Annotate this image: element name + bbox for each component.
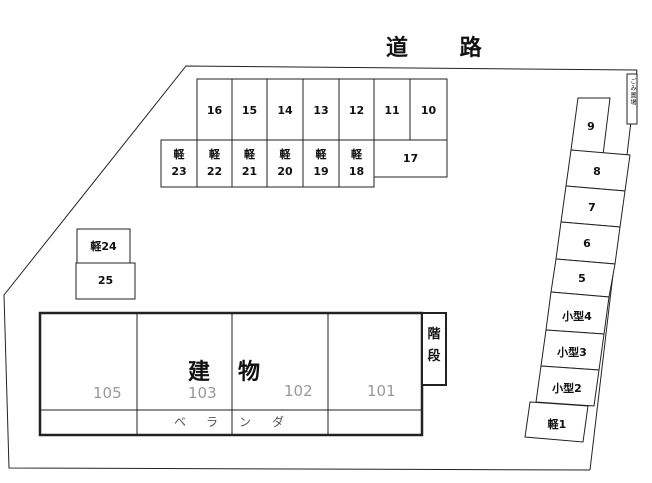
parking-slot-k19: [302, 139, 340, 188]
kei-slot-label: 軽 23: [161, 146, 197, 180]
kei-prefix: 軽: [315, 148, 327, 161]
slot-label: 10: [420, 104, 437, 117]
kei-prefix: 軽: [279, 148, 291, 161]
parking-slot-k24: [76, 228, 131, 264]
kei-slot-label: 軽 21: [232, 146, 267, 180]
slot-label: 6: [583, 237, 591, 250]
slot-label: 25: [97, 274, 114, 287]
stairs-label: 階段: [426, 324, 442, 368]
road-label: 道 路: [386, 36, 504, 61]
kei-prefix: 軽: [209, 148, 220, 161]
building-outline: [38, 311, 424, 437]
parking-left-group: [75, 228, 136, 300]
veranda-char-2: ラ: [206, 415, 219, 429]
parking-slot-small2: [535, 365, 600, 407]
slot-label: 17: [402, 152, 419, 165]
slot-label: 小型4: [562, 310, 592, 323]
slot-label: 8: [593, 165, 601, 178]
kei-slot-label: 軽 22: [197, 146, 232, 180]
garbage-label: ごみ置場: [629, 78, 636, 106]
parking-right-column: [524, 97, 631, 443]
slot-label: 12: [348, 104, 365, 117]
slot-label: 9: [587, 120, 595, 133]
kei-prefix: 軽: [351, 148, 362, 161]
slot-label: 15: [241, 104, 258, 117]
unit-102: 102: [284, 382, 313, 400]
parking-slot-k23: [160, 139, 198, 188]
veranda-char-4: ダ: [272, 415, 285, 429]
slot-label: 軽24: [90, 240, 117, 253]
parking-kei-row: [160, 139, 448, 188]
veranda-char-1: ベ: [174, 415, 187, 429]
parking-slot-16: [196, 78, 233, 141]
slot-label: 14: [277, 104, 293, 117]
stairs-char-2: 段: [427, 349, 441, 364]
kei-slot-label: 軽 19: [303, 146, 339, 180]
parking-slot-15: [231, 78, 268, 141]
slot-label: 5: [578, 272, 586, 285]
parking-slot-k1: [524, 401, 589, 443]
parking-slot-10: [409, 78, 448, 141]
kei-number: 22: [206, 165, 223, 178]
parking-slot-25: [75, 262, 136, 300]
parking-top-row: [196, 78, 448, 141]
parking-slot-k18: [338, 139, 375, 188]
kei-slot-label: 軽 20: [267, 146, 303, 180]
building-label-1: 建: [188, 360, 211, 385]
kei-prefix: 軽: [173, 148, 185, 161]
garbage-area: [626, 73, 638, 125]
kei-number: 21: [241, 165, 258, 178]
slot-label: 13: [313, 104, 329, 117]
kei-number: 19: [313, 165, 329, 178]
veranda-char-3: ン: [239, 415, 252, 429]
kei-number: 23: [171, 165, 187, 178]
kei-prefix: 軽: [244, 148, 255, 161]
slot-label: 16: [206, 104, 223, 117]
slot-label: 軽1: [547, 418, 567, 431]
unit-105: 105: [93, 384, 122, 402]
kei-number: 18: [348, 165, 365, 178]
parking-slot-k21: [231, 139, 268, 188]
stairs-char-1: 階: [427, 327, 441, 342]
kei-number: 20: [277, 165, 293, 178]
slot-label: 7: [588, 201, 596, 214]
slot-label: 小型3: [557, 346, 587, 359]
building-label-2: 物: [238, 360, 261, 385]
slot-label: 小型2: [552, 382, 582, 395]
building: [38, 311, 447, 437]
parking-slot-17: [373, 139, 448, 178]
unit-103: 103: [188, 384, 217, 402]
lot-boundary: [3, 65, 638, 471]
unit-101: 101: [367, 382, 396, 400]
parking-slot-k22: [196, 139, 233, 188]
stairs: [421, 312, 447, 386]
kei-slot-label: 軽 18: [339, 146, 374, 180]
slot-label: 11: [384, 104, 400, 117]
